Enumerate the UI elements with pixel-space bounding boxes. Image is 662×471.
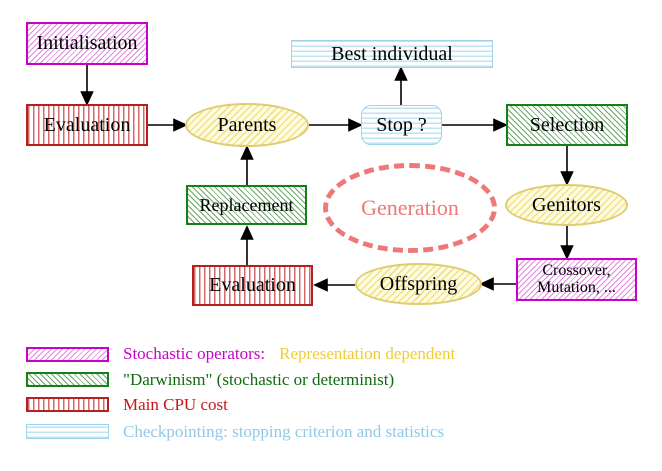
arrow-stop-to-best-individual: [394, 66, 408, 105]
legend-label-stochastic-operators: Stochastic operators: Representation depe…: [123, 344, 455, 364]
node-initialisation: Initialisation: [26, 22, 148, 65]
node-offspring: Offspring: [355, 263, 482, 305]
node-crossover-mutation: Crossover, Mutation, ...: [516, 258, 637, 301]
arrow-selection-to-genitors: [560, 146, 574, 186]
legend-text-darwinism: "Darwinism" (stochastic or determinist): [123, 370, 395, 389]
arrow-offspring-to-evaluation: [313, 278, 355, 292]
arrow-genitors-to-crossover-mutation: [560, 226, 574, 260]
legend-swatch-darwinism: [26, 372, 109, 387]
arrow-parents-to-stop: [309, 118, 363, 132]
legend-text-representation-dependent: Representation dependent: [279, 344, 456, 363]
crossover-line2: Mutation, ...: [537, 278, 616, 296]
arrow-replacement-to-parents: [240, 145, 254, 185]
legend-swatch-stochastic-operators: [26, 347, 109, 362]
legend-swatch-main-cpu-cost: [26, 397, 109, 412]
node-evaluation-top: Evaluation: [26, 104, 148, 146]
node-genitors: Genitors: [505, 184, 628, 226]
node-generation: Generation: [323, 163, 497, 253]
node-best-individual: Best individual: [291, 40, 493, 68]
node-selection: Selection: [506, 104, 628, 146]
node-parents: Parents: [185, 103, 309, 147]
arrow-evaluation-to-parents: [148, 118, 188, 132]
legend-text-main-cpu-cost: Main CPU cost: [123, 395, 228, 414]
arrow-initialisation-to-evaluation: [80, 65, 94, 106]
arrow-stop-to-selection: [442, 118, 508, 132]
node-stop: Stop ?: [361, 105, 442, 145]
legend-text-checkpointing: Checkpointing: stopping criterion and st…: [123, 422, 445, 441]
arrow-crossover-mutation-to-offspring: [479, 277, 516, 291]
node-evaluation-bottom: Evaluation: [192, 265, 313, 306]
legend-swatch-checkpointing: [26, 424, 109, 439]
crossover-line1: Crossover,: [542, 261, 611, 279]
node-replacement: Replacement: [186, 185, 307, 225]
arrow-evaluation-to-replacement: [240, 225, 254, 265]
legend-text-stochastic-operators: Stochastic operators:: [123, 344, 266, 363]
